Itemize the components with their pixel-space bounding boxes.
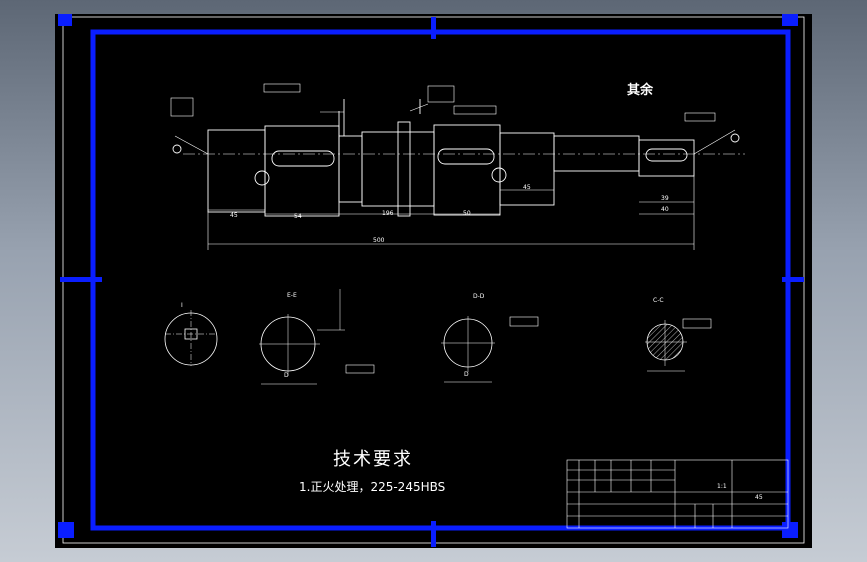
section-view-c-c	[645, 320, 687, 372]
roughness-note: 其余	[627, 83, 654, 98]
dim-50: 50	[463, 210, 471, 217]
dim-500: 500	[373, 237, 385, 244]
title-block-scale: 1:1	[717, 483, 727, 490]
drawing-svg	[58, 14, 805, 547]
dim-54: 54	[294, 213, 302, 220]
sheet-border	[62, 16, 805, 544]
section-label-e-e: E-E	[287, 292, 297, 299]
dimension-lines	[174, 103, 736, 250]
tech-req-item-1: 1.正火处理，225-245HBS	[299, 480, 446, 494]
dim-40: 40	[661, 206, 669, 213]
section-view-i	[164, 310, 218, 366]
tech-req-title: 技术要求	[333, 449, 413, 470]
tolerance-frames	[170, 83, 716, 374]
frame-grips	[58, 14, 804, 547]
section-dim-d: D	[464, 371, 469, 378]
cad-drawing-canvas[interactable]: 其余 45 54 196 50 45 39 40 500 I E-E D-D C…	[55, 14, 812, 548]
dim-45-b: 45	[523, 184, 531, 191]
section-label-c-c: C-C	[653, 297, 664, 304]
section-view-e-e	[259, 289, 345, 385]
section-view-d-d	[441, 316, 495, 383]
title-block	[566, 459, 789, 529]
section-label-d-d: D-D	[473, 293, 485, 300]
shaft-main-view	[172, 99, 745, 217]
section-dim-e: D	[284, 372, 289, 379]
drawing-frame	[90, 29, 791, 531]
title-block-material: 45	[755, 494, 763, 501]
dim-196: 196	[382, 210, 394, 217]
dim-45-a: 45	[230, 212, 238, 219]
dim-39: 39	[661, 195, 669, 202]
section-label-i: I	[181, 302, 183, 309]
